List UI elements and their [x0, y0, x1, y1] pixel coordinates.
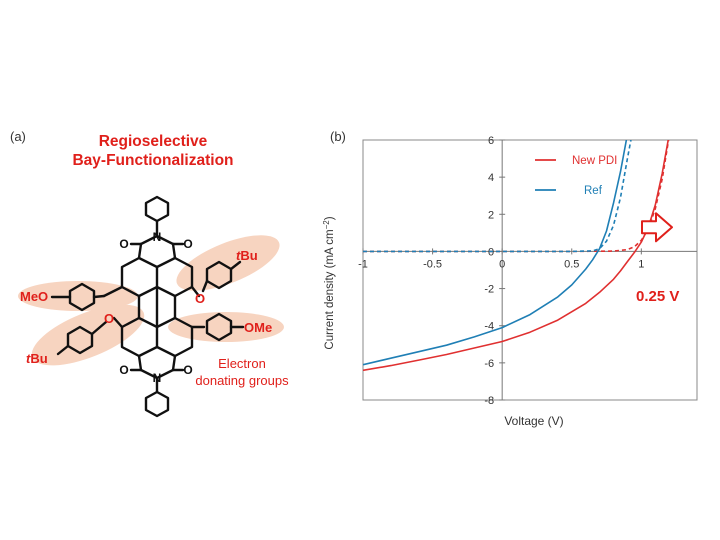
- highlight-ellipse-lower-right: [168, 312, 284, 342]
- highlight-ellipse-upper-right: [176, 235, 280, 291]
- caption-line2: donating groups: [195, 373, 289, 388]
- voc-shift-arrow: [641, 212, 673, 243]
- x-tick-label: 0: [499, 258, 505, 270]
- molecule-title-line1: Regioselective: [98, 133, 208, 150]
- tbu-suffix-2: Bu: [30, 351, 47, 366]
- ether-o-lower-left: O: [104, 311, 114, 326]
- molecule-title-line2: Bay-Functionalization: [72, 152, 234, 169]
- y-tick-label: -2: [484, 284, 494, 296]
- y-tick-label: 0: [488, 246, 494, 258]
- caption-line1: Electron: [218, 356, 266, 371]
- nitrogen-label-bottom: N: [153, 371, 162, 385]
- tbu-suffix: Bu: [240, 248, 257, 263]
- tbu-italic-t-2: t: [26, 351, 31, 366]
- legend-label-0: New PDI: [572, 155, 617, 167]
- core-bonds: [50, 195, 245, 418]
- plot-frame: [362, 139, 698, 401]
- tbu-label-lower: tBu: [26, 351, 48, 366]
- oxygen-label-4: O: [183, 363, 192, 377]
- molecule-structure: O O N O O N MeO O O OMe tBu tBu Electron…: [18, 195, 289, 418]
- meo-label: MeO: [20, 289, 48, 304]
- y-axis-label-end: ): [324, 216, 336, 220]
- tbu-italic-t: t: [236, 248, 241, 263]
- ether-o-upper-right: O: [195, 291, 205, 306]
- series-line-2: [363, 140, 628, 366]
- x-axis-label: Voltage (V): [504, 414, 563, 428]
- legend-label-1: Ref: [584, 185, 603, 197]
- oxygen-label-2: O: [183, 237, 192, 251]
- y-axis-label: Current density (mA cm−2): [322, 216, 337, 349]
- y-axis-label-main: Current density (mA cm: [324, 229, 336, 349]
- oxygen-label-3: O: [119, 363, 128, 377]
- series-line-0: [363, 140, 670, 372]
- x-tick-label: 1: [638, 258, 644, 270]
- panel-label-b: (b): [330, 129, 346, 144]
- tbu-label-upper: tBu: [236, 248, 258, 263]
- ome-label: OMe: [244, 320, 272, 335]
- y-tick-label: -8: [484, 395, 494, 407]
- x-tick-label: -1: [358, 258, 368, 270]
- panel-label-a: (a): [10, 129, 26, 144]
- x-tick-label: -0.5: [423, 258, 442, 270]
- nitrogen-label-top: N: [153, 230, 162, 244]
- y-tick-label: -4: [484, 321, 494, 333]
- y-tick-label: -6: [484, 358, 494, 370]
- y-tick-label: 4: [488, 172, 494, 184]
- y-tick-label: 6: [488, 135, 494, 147]
- y-tick-label: 2: [488, 209, 494, 221]
- voc-shift-annotation: 0.25 V: [636, 288, 679, 305]
- oxygen-label-1: O: [119, 237, 128, 251]
- x-tick-label: 0.5: [564, 258, 579, 270]
- highlight-ellipse-upper-left: [18, 281, 138, 311]
- y-axis-label-sup: −2: [322, 220, 331, 230]
